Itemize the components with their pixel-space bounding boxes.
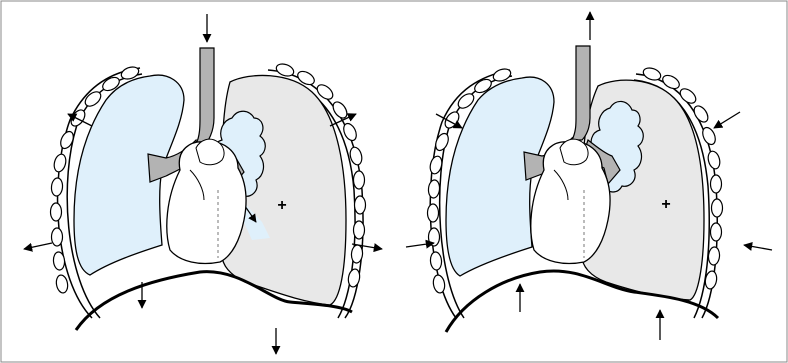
left-pressure-mark: + [277, 197, 286, 214]
right-pressure-mark: + [661, 196, 670, 213]
